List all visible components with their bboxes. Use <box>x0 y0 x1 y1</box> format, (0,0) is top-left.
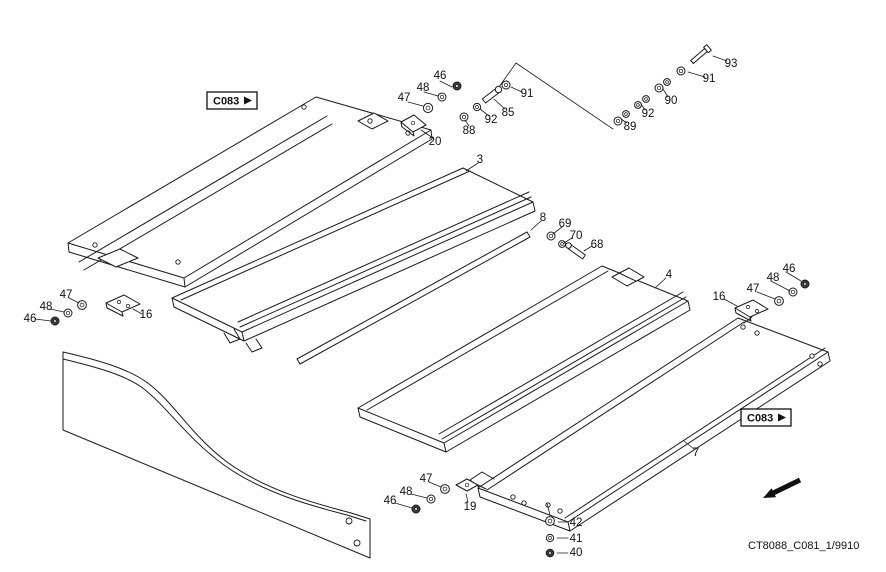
fastener-stack-42-41-40 <box>545 516 555 558</box>
part-callout-46: 46 <box>434 70 447 82</box>
panel-3-tab <box>245 338 263 353</box>
ref-box-arrow-icon <box>244 96 252 105</box>
ref-box-frame <box>740 408 792 427</box>
fastener-set-top-left <box>422 81 462 114</box>
part-callout-47: 47 <box>420 473 433 485</box>
fastener-set-right-bolt <box>613 44 712 126</box>
part-callout-91: 91 <box>521 88 534 100</box>
part-callout-48: 48 <box>40 301 53 313</box>
fastener-set-left-bracket <box>50 294 141 326</box>
part-callout-8: 8 <box>540 212 546 224</box>
drawing-number: CT8088_C081_1/9910 <box>748 540 859 552</box>
figure-ref-c083-0[interactable]: C083 <box>206 91 258 110</box>
hinge-detail <box>97 248 139 268</box>
part-callout-48: 48 <box>400 486 413 498</box>
panel-7 <box>469 317 831 532</box>
ref-box-arrow-icon <box>778 413 786 422</box>
ref-box-frame <box>206 91 258 110</box>
part-callout-40: 40 <box>570 547 583 559</box>
rail-8 <box>296 231 531 365</box>
base-hole <box>353 539 361 547</box>
part-callout-41: 41 <box>570 533 583 545</box>
part-callout-47: 47 <box>60 289 73 301</box>
panel-3 <box>171 167 536 353</box>
ref-box-label: C083 <box>747 412 773 424</box>
part-callout-46: 46 <box>24 313 37 325</box>
part-callout-4: 4 <box>666 269 673 281</box>
direction-arrow-icon <box>763 477 802 498</box>
base-hole <box>345 517 353 525</box>
base-frame <box>62 351 371 559</box>
panel-4 <box>357 265 691 453</box>
part-callout-89: 89 <box>624 121 637 133</box>
part-callout-7: 7 <box>693 447 699 459</box>
part-callout-92: 92 <box>485 114 498 126</box>
part-callout-19: 19 <box>464 501 477 513</box>
part-callout-92: 92 <box>642 108 655 120</box>
part-callout-46: 46 <box>783 263 796 275</box>
fastener-set-pivot-pin <box>459 80 511 122</box>
leader-lines <box>34 55 802 554</box>
part-callout-85: 85 <box>502 107 515 119</box>
part-callout-16: 16 <box>713 291 726 303</box>
ref-box-label: C083 <box>213 95 239 107</box>
part-callout-90: 90 <box>665 95 678 107</box>
fastener-set-right-bracket <box>734 279 810 324</box>
pin-85-head <box>494 85 503 94</box>
panel-top-left-shield <box>67 96 433 288</box>
bracket-16 <box>734 299 769 318</box>
bracket-20 <box>400 114 427 137</box>
part-callout-16: 16 <box>140 309 153 321</box>
panel-3-tab <box>223 328 241 344</box>
part-callout-42: 42 <box>570 517 583 529</box>
part-callout-20: 20 <box>429 136 442 148</box>
latch-detail <box>357 112 389 130</box>
part-callout-3: 3 <box>477 154 483 166</box>
bolt-93-shaft <box>690 48 708 64</box>
part-callout-68: 68 <box>591 239 604 251</box>
part-callout-70: 70 <box>570 230 583 242</box>
figure-ref-c083-1[interactable]: C083 <box>740 408 792 427</box>
part-callout-46: 46 <box>384 495 397 507</box>
part-callout-48: 48 <box>767 272 780 284</box>
part-callout-48: 48 <box>417 82 430 94</box>
part-callout-88: 88 <box>463 125 476 137</box>
part-callout-47: 47 <box>747 283 760 295</box>
part-callout-47: 47 <box>398 92 411 104</box>
pin-68-head <box>565 242 572 249</box>
part-callout-93: 93 <box>725 58 738 70</box>
bracket-16 <box>105 294 141 313</box>
bolt-93-head <box>703 44 712 54</box>
part-callout-91: 91 <box>703 73 716 85</box>
part-callout-69: 69 <box>559 218 572 230</box>
fastener-set-bottom <box>411 478 487 514</box>
